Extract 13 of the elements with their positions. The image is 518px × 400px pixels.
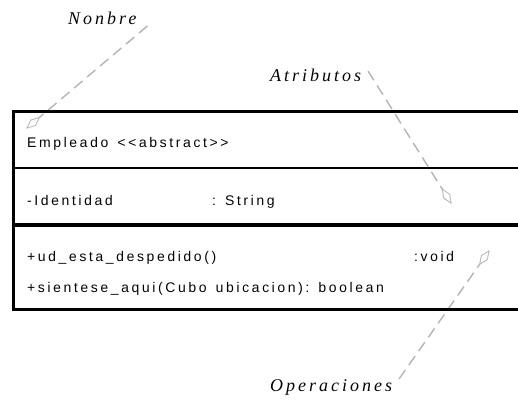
return-type: :void [414,247,457,265]
leader-line [367,70,452,204]
leader-line [398,250,490,380]
attributes-label: Atributos [270,64,364,86]
attribute-name: -Identidad [27,191,116,209]
class-box [12,110,518,311]
operation-signature: +sientese_aqui(Cubo ubicacion): boolean [27,278,386,296]
name-label: Nonbre [68,7,140,29]
attribute-type: : String [212,191,278,209]
class-name: Empleado <<abstract>> [27,133,232,151]
leader-line [26,25,148,129]
operation-signature: +ud_esta_despedido() [27,247,219,265]
operations-label: Operaciones [270,374,395,396]
